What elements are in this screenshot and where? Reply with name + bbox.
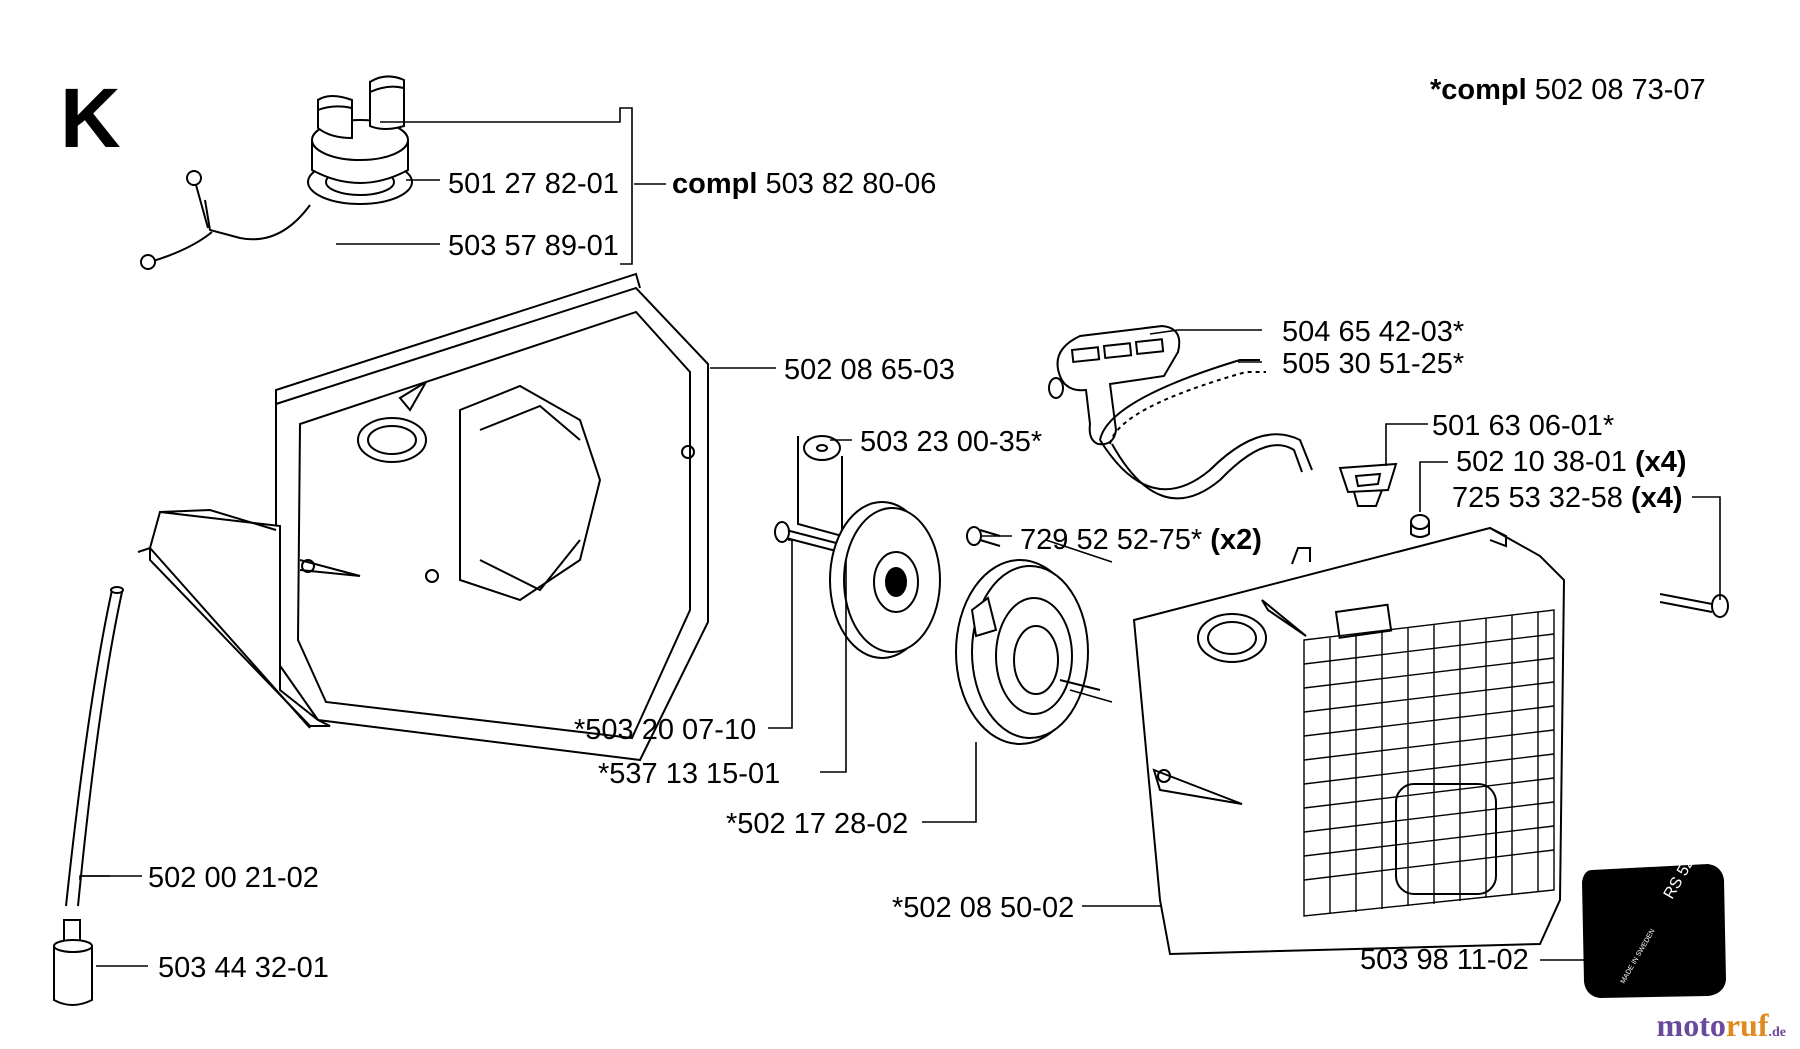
tank-illustration (137, 272, 709, 762)
leader-lines (79, 107, 1721, 967)
pulley-illustration (829, 501, 941, 659)
fuel-hose-illustration (65, 586, 124, 907)
label-washer: 503 23 00-35* (860, 426, 1043, 458)
short-screw-illustration (966, 526, 1001, 547)
watermark: motoruf.de (1657, 1009, 1786, 1041)
label-pulley: *537 13 15-01 (598, 758, 781, 790)
starter-handle-illustration (1048, 324, 1181, 446)
rope-guide-illustration (1338, 462, 1398, 507)
header-compl-number: 502 08 73-07 (1534, 74, 1706, 106)
header-compl-mark: *compl (1430, 74, 1527, 106)
label-fuel-hose: 502 00 21-02 (148, 862, 319, 894)
retaining-strap-illustration (140, 170, 311, 270)
label-tank: 502 08 65-03 (784, 354, 955, 386)
long-screw-qty: (x4) (1631, 482, 1683, 514)
label-starter-housing: *502 08 50-02 (892, 892, 1075, 924)
label-bushing: 502 10 38-01 (x4) (1456, 448, 1687, 477)
label-fuel-cap-compl: compl 503 82 80-06 (672, 170, 936, 199)
label-cord: 505 30 51-25* (1282, 348, 1465, 380)
bushing-number: 502 10 38-01 (1456, 446, 1627, 478)
starter-cord-illustration (1099, 359, 1313, 500)
label-strap: 503 57 89-01 (448, 230, 619, 262)
section-letter: K (60, 71, 121, 165)
label-handle: 504 65 42-03* (1282, 316, 1465, 348)
watermark-part1: moto (1656, 1007, 1726, 1043)
starter-housing-illustration (1132, 526, 1566, 956)
long-screw-number: 725 53 32-58 (1452, 482, 1623, 514)
fuel-cap-compl-number: 503 82 80-06 (765, 168, 937, 200)
fuel-cap-illustration (307, 75, 413, 205)
decal-illustration: RS 52 MADE IN SWEDEN (1582, 855, 1726, 998)
short-screw-qty: (x2) (1210, 524, 1262, 556)
bushing-qty: (x4) (1635, 446, 1687, 478)
label-long-screw: 725 53 32-58 (x4) (1452, 484, 1683, 513)
bushing-illustration (1410, 514, 1430, 538)
label-guide: 501 63 06-01* (1432, 410, 1615, 442)
center-screw-illustration (774, 521, 841, 553)
fuel-filter-illustration (53, 919, 93, 1006)
header-compl-note: *compl 502 08 73-07 (1430, 76, 1706, 105)
starter-housing-grille (1303, 609, 1555, 917)
washer-illustration (797, 435, 843, 538)
label-decal: 503 98 11-02 (1360, 944, 1529, 976)
label-short-screw: 729 52 52-75* (x2) (1020, 526, 1262, 555)
label-fuel-cap: 501 27 82-01 (448, 168, 619, 200)
label-spring-cassette: *502 17 28-02 (726, 808, 909, 840)
watermark-suffix: .de (1768, 1025, 1787, 1040)
spring-cassette-illustration (955, 559, 1101, 745)
long-screw-illustration (1659, 593, 1729, 618)
short-screw-number: 729 52 52-75* (1020, 524, 1203, 556)
label-center-screw: *503 20 07-10 (574, 714, 757, 746)
fuel-cap-compl-word: compl (672, 168, 758, 200)
label-fuel-filter: 503 44 32-01 (158, 952, 329, 984)
watermark-part2: ruf (1725, 1007, 1769, 1043)
